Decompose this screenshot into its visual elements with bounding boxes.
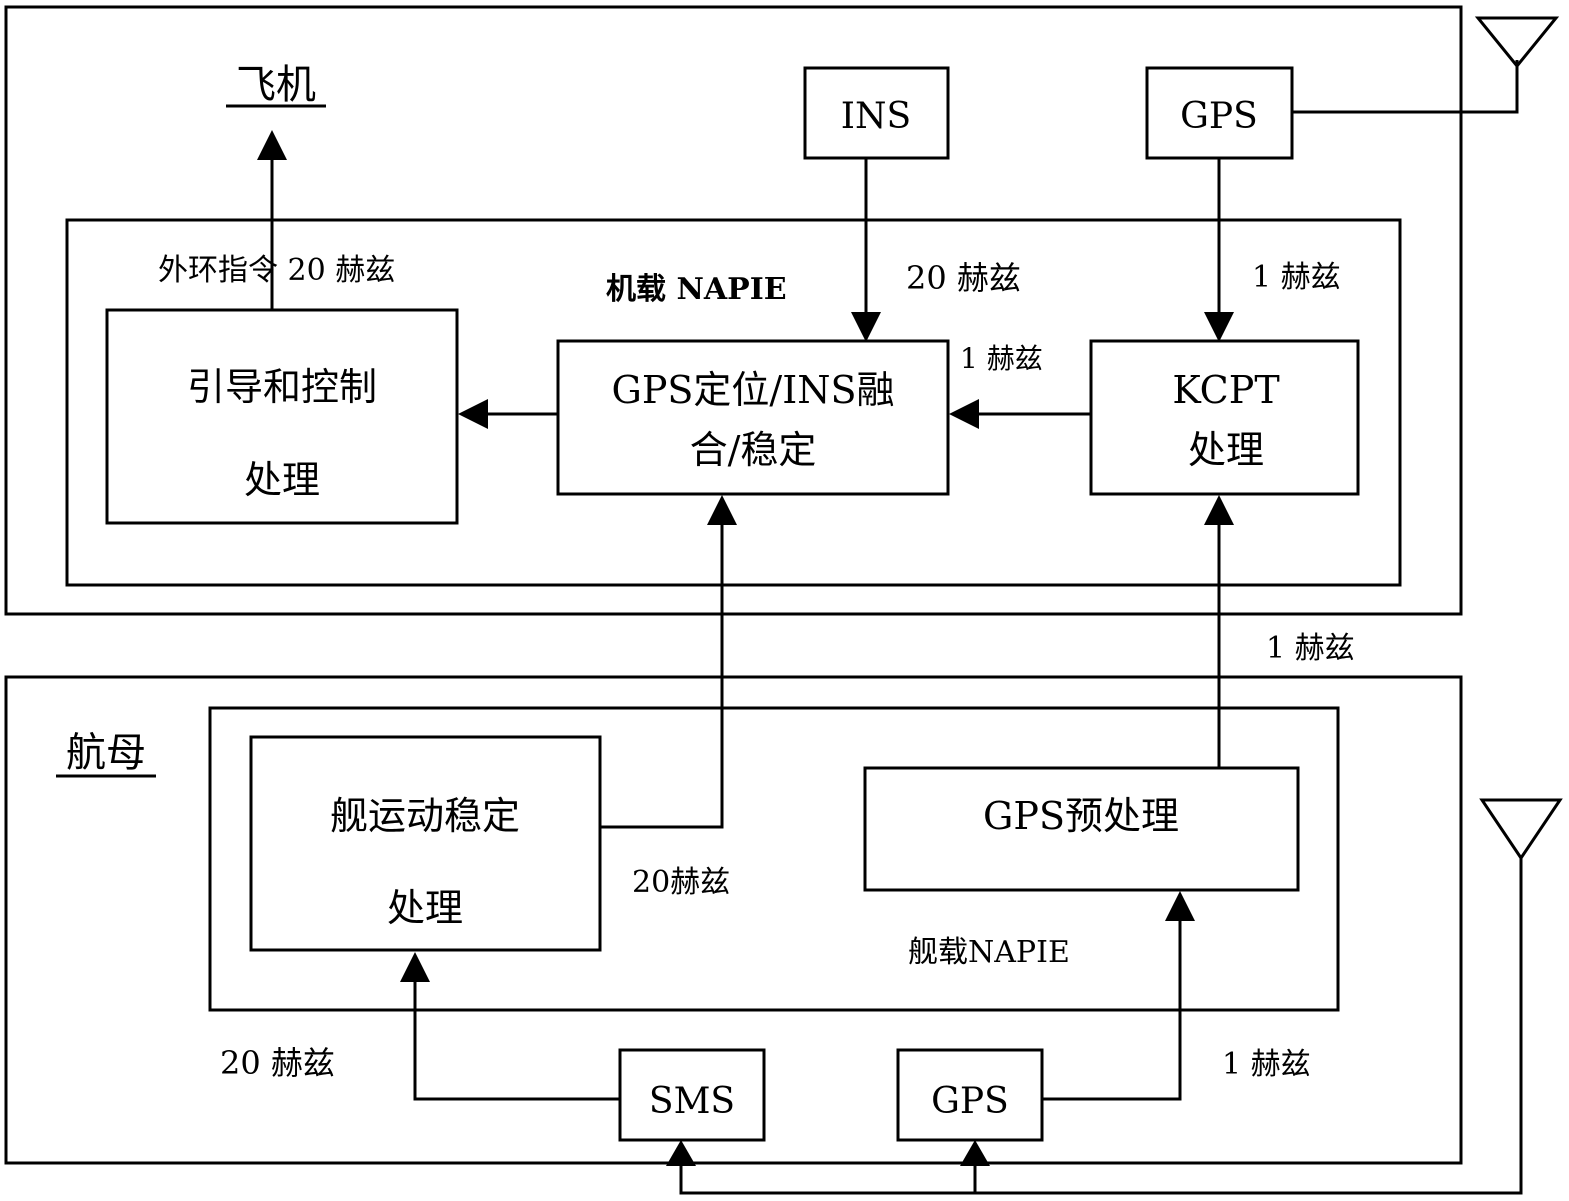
arrowhead-to-fusion	[949, 399, 979, 429]
shipboard-napie-frame	[208, 706, 1340, 1012]
ins-label: INS	[841, 96, 911, 137]
ins-rate-label: 20 赫兹	[906, 259, 1021, 297]
aircraft-antenna-line	[1292, 60, 1519, 114]
kcpt-line2: 处理	[1188, 428, 1264, 472]
sms-rate-label: 20 赫兹	[220, 1044, 335, 1082]
sms-box	[618, 1048, 766, 1142]
ship-motion-box	[249, 735, 602, 952]
onboard-napie-frame	[65, 218, 1402, 587]
arrowhead-to-gps-pre	[1165, 891, 1195, 921]
aircraft-antenna-icon	[1474, 16, 1560, 69]
arrowhead-to-carrier-gps	[960, 1140, 990, 1166]
uplink-rate-label: 1 赫兹	[1266, 631, 1355, 666]
shipboard-napie-label: 舰载NAPIE	[908, 935, 1070, 970]
fusion-line2: 合/稳定	[690, 428, 817, 472]
ship-uplink-rate-label: 20赫兹	[632, 865, 730, 900]
aircraft-title: 飞机	[236, 62, 316, 108]
ins-box	[803, 66, 950, 160]
carrier-gps-label: GPS	[931, 1081, 1009, 1122]
sms-label: SMS	[649, 1081, 735, 1122]
carrier-frame	[4, 675, 1463, 1165]
arrowhead-to-kcpt-bottom	[1204, 495, 1234, 525]
arrowhead-to-guidance	[458, 399, 488, 429]
gps-rate-label: 1 赫兹	[1252, 260, 1341, 295]
carrier-antenna-feed-line	[679, 858, 1523, 1195]
guidance-control-box	[105, 308, 459, 525]
carrier-gps-box	[896, 1048, 1044, 1142]
arrowhead-to-sms	[666, 1140, 696, 1166]
gps-to-preprocess-line	[1042, 920, 1182, 1101]
gps-preprocess-box	[863, 766, 1300, 892]
outer-loop-label: 外环指令 20 赫兹	[158, 253, 395, 288]
carrier-antenna-icon	[1479, 798, 1563, 861]
arrowhead-to-fusion-bottom	[707, 495, 737, 525]
ship-motion-uplink-line	[600, 524, 724, 829]
ship-motion-line2: 处理	[387, 886, 463, 930]
onboard-napie-label: 机载 NAPIE	[606, 272, 787, 307]
carrier-gps-rate-label: 1 赫兹	[1222, 1047, 1311, 1082]
kcpt-line1: KCPT	[1172, 368, 1279, 412]
kcpt-box	[1089, 339, 1360, 496]
arrowhead-ins-fusion	[851, 312, 881, 342]
sms-to-ship-motion-line	[413, 980, 620, 1101]
arrowhead-gps-kcpt	[1204, 312, 1234, 342]
fusion-line1: GPS定位/INS融	[611, 368, 894, 412]
guidance-line2: 处理	[244, 458, 320, 502]
gps-ins-fusion-box	[556, 339, 950, 496]
guidance-line1: 引导和控制	[187, 365, 377, 409]
aircraft-gps-label: GPS	[1180, 96, 1258, 137]
gps-preprocess-label: GPS预处理	[983, 794, 1179, 838]
ship-motion-line1: 舰运动稳定	[330, 794, 520, 838]
kcpt-fusion-rate-label: 1 赫兹	[960, 342, 1043, 375]
arrowhead-outer-loop	[257, 130, 287, 160]
carrier-title: 航母	[66, 730, 146, 776]
arrowhead-to-ship-motion	[400, 952, 430, 982]
aircraft-frame	[4, 5, 1463, 616]
